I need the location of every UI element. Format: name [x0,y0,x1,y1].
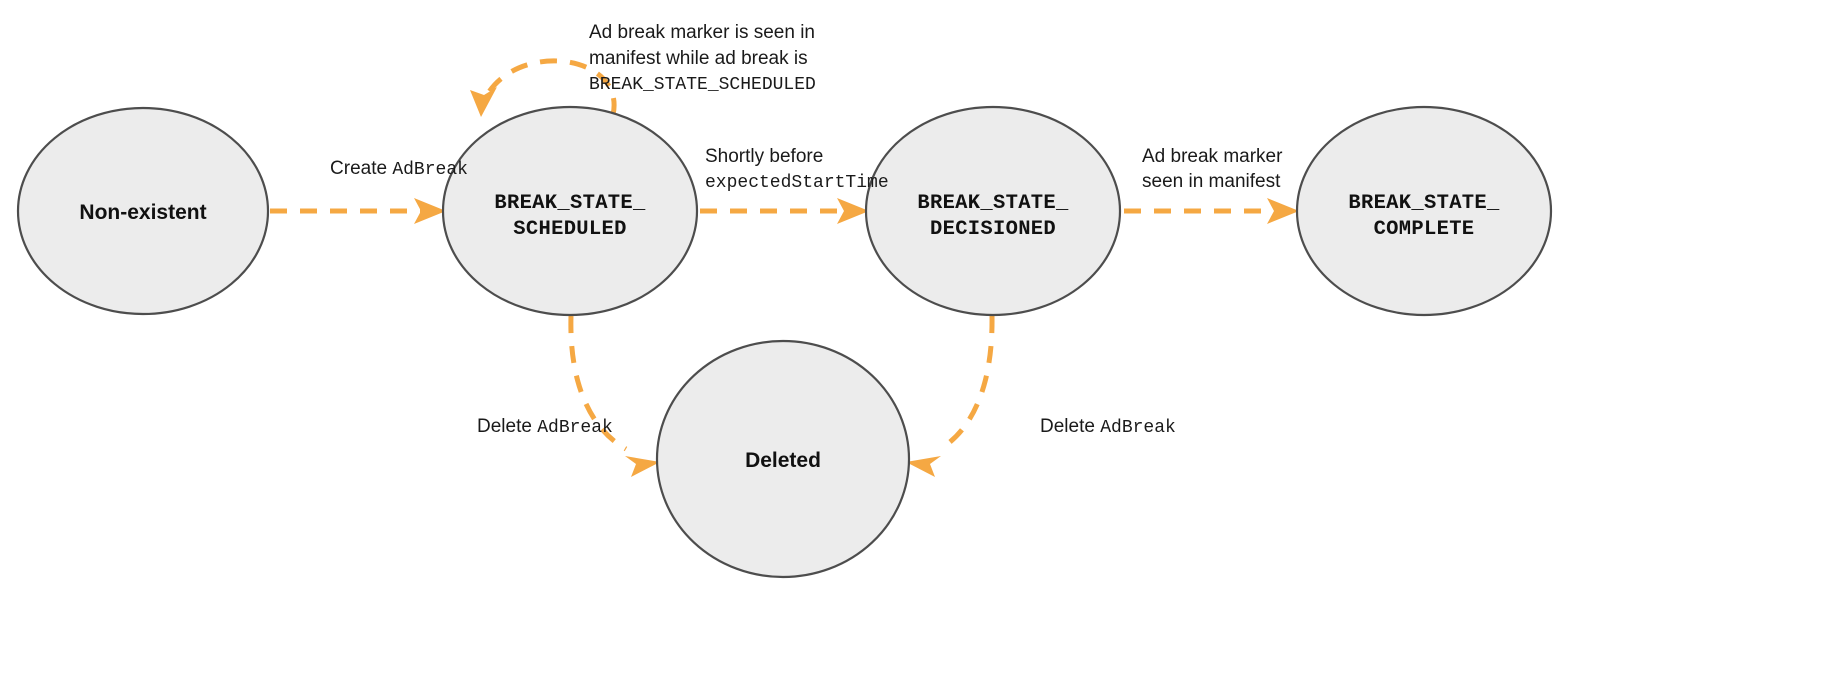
edge-create-adbreak-arrowhead [414,198,446,224]
edge-label-shortly-before: Shortly before expectedStartTime [705,146,889,193]
edge-delete-from-decisioned [906,315,995,477]
edge-delete-from-scheduled [568,315,660,477]
edge-label-marker-seen-in-manifest: Ad break marker seen in manifest [1142,146,1283,192]
edge-marker-seen-in-manifest [1124,198,1299,224]
edge-label-shortly-before-line1: Shortly before [705,146,823,167]
node-break-state-complete[interactable]: BREAK_STATE_ COMPLETE [1295,105,1553,317]
node-break-state-decisioned-label-line1: BREAK_STATE_ [917,192,1069,215]
edge-label-delete-from-decisioned-text: Delete AdBreak [1000,416,1207,438]
edge-delete-from-scheduled-arrowhead [625,456,660,477]
edge-delete-from-decisioned-line [938,315,995,452]
node-break-state-scheduled-label-line2: SCHEDULED [513,218,626,241]
node-break-state-scheduled-shape[interactable] [441,105,699,317]
edge-label-shortly-before-line2: expectedStartTime [705,173,889,193]
node-deleted-label: Deleted [745,449,821,472]
edge-label-create-adbreak-seg1: AdBreak [392,160,468,180]
edge-label-marker-seen-in-manifest-line1: Ad break marker [1142,146,1283,167]
edge-label-delete-from-decisioned: Delete AdBreak [1000,416,1207,438]
edge-delete-from-decisioned-arrowhead [906,456,941,477]
edge-shortly-before-arrowhead [837,198,869,224]
edge-label-delete-from-scheduled: Delete AdBreak [437,416,644,438]
edge-scheduled-self-loop-arrowhead [470,87,497,117]
edge-label-scheduled-self-loop-line3: BREAK_STATE_SCHEDULED [589,75,816,95]
node-break-state-decisioned[interactable]: BREAK_STATE_ DECISIONED [864,105,1122,317]
edge-label-create-adbreak-text: Create AdBreak [290,158,499,180]
edge-label-scheduled-self-loop: Ad break marker is seen in manifest whil… [589,22,816,95]
edge-label-marker-seen-in-manifest-line2: seen in manifest [1142,171,1281,192]
edge-label-scheduled-self-loop-line1: Ad break marker is seen in [589,22,815,43]
edge-label-create-adbreak: Create AdBreak [290,158,499,180]
node-break-state-decisioned-shape[interactable] [864,105,1122,317]
edge-label-scheduled-self-loop-line2: manifest while ad break is [589,48,808,69]
node-break-state-scheduled-label-line1: BREAK_STATE_ [494,192,646,215]
edge-create-adbreak [270,198,446,224]
edge-label-delete-from-decisioned-seg0: Delete [1040,416,1100,437]
edge-marker-seen-in-manifest-arrowhead [1267,198,1299,224]
node-deleted[interactable]: Deleted [655,339,911,579]
node-break-state-complete-label-line1: BREAK_STATE_ [1348,192,1500,215]
node-break-state-decisioned-label-line2: DECISIONED [930,218,1056,241]
node-break-state-complete-shape[interactable] [1295,105,1553,317]
node-break-state-complete-label-line2: COMPLETE [1374,218,1475,241]
node-deleted-shape[interactable] [655,339,911,579]
edge-label-delete-from-scheduled-seg1: AdBreak [537,418,613,438]
node-non-existent-shape[interactable] [16,106,270,316]
node-non-existent-label: Non-existent [79,201,206,224]
edge-label-create-adbreak-seg0: Create [330,158,392,179]
edge-label-delete-from-scheduled-text: Delete AdBreak [437,416,644,438]
edge-label-delete-from-decisioned-seg1: AdBreak [1100,418,1176,438]
edge-scheduled-self-loop [470,58,617,117]
node-non-existent[interactable]: Non-existent [16,106,270,316]
node-break-state-scheduled[interactable]: BREAK_STATE_ SCHEDULED [441,105,699,317]
edge-shortly-before [700,198,869,224]
edge-label-delete-from-scheduled-seg0: Delete [477,416,537,437]
